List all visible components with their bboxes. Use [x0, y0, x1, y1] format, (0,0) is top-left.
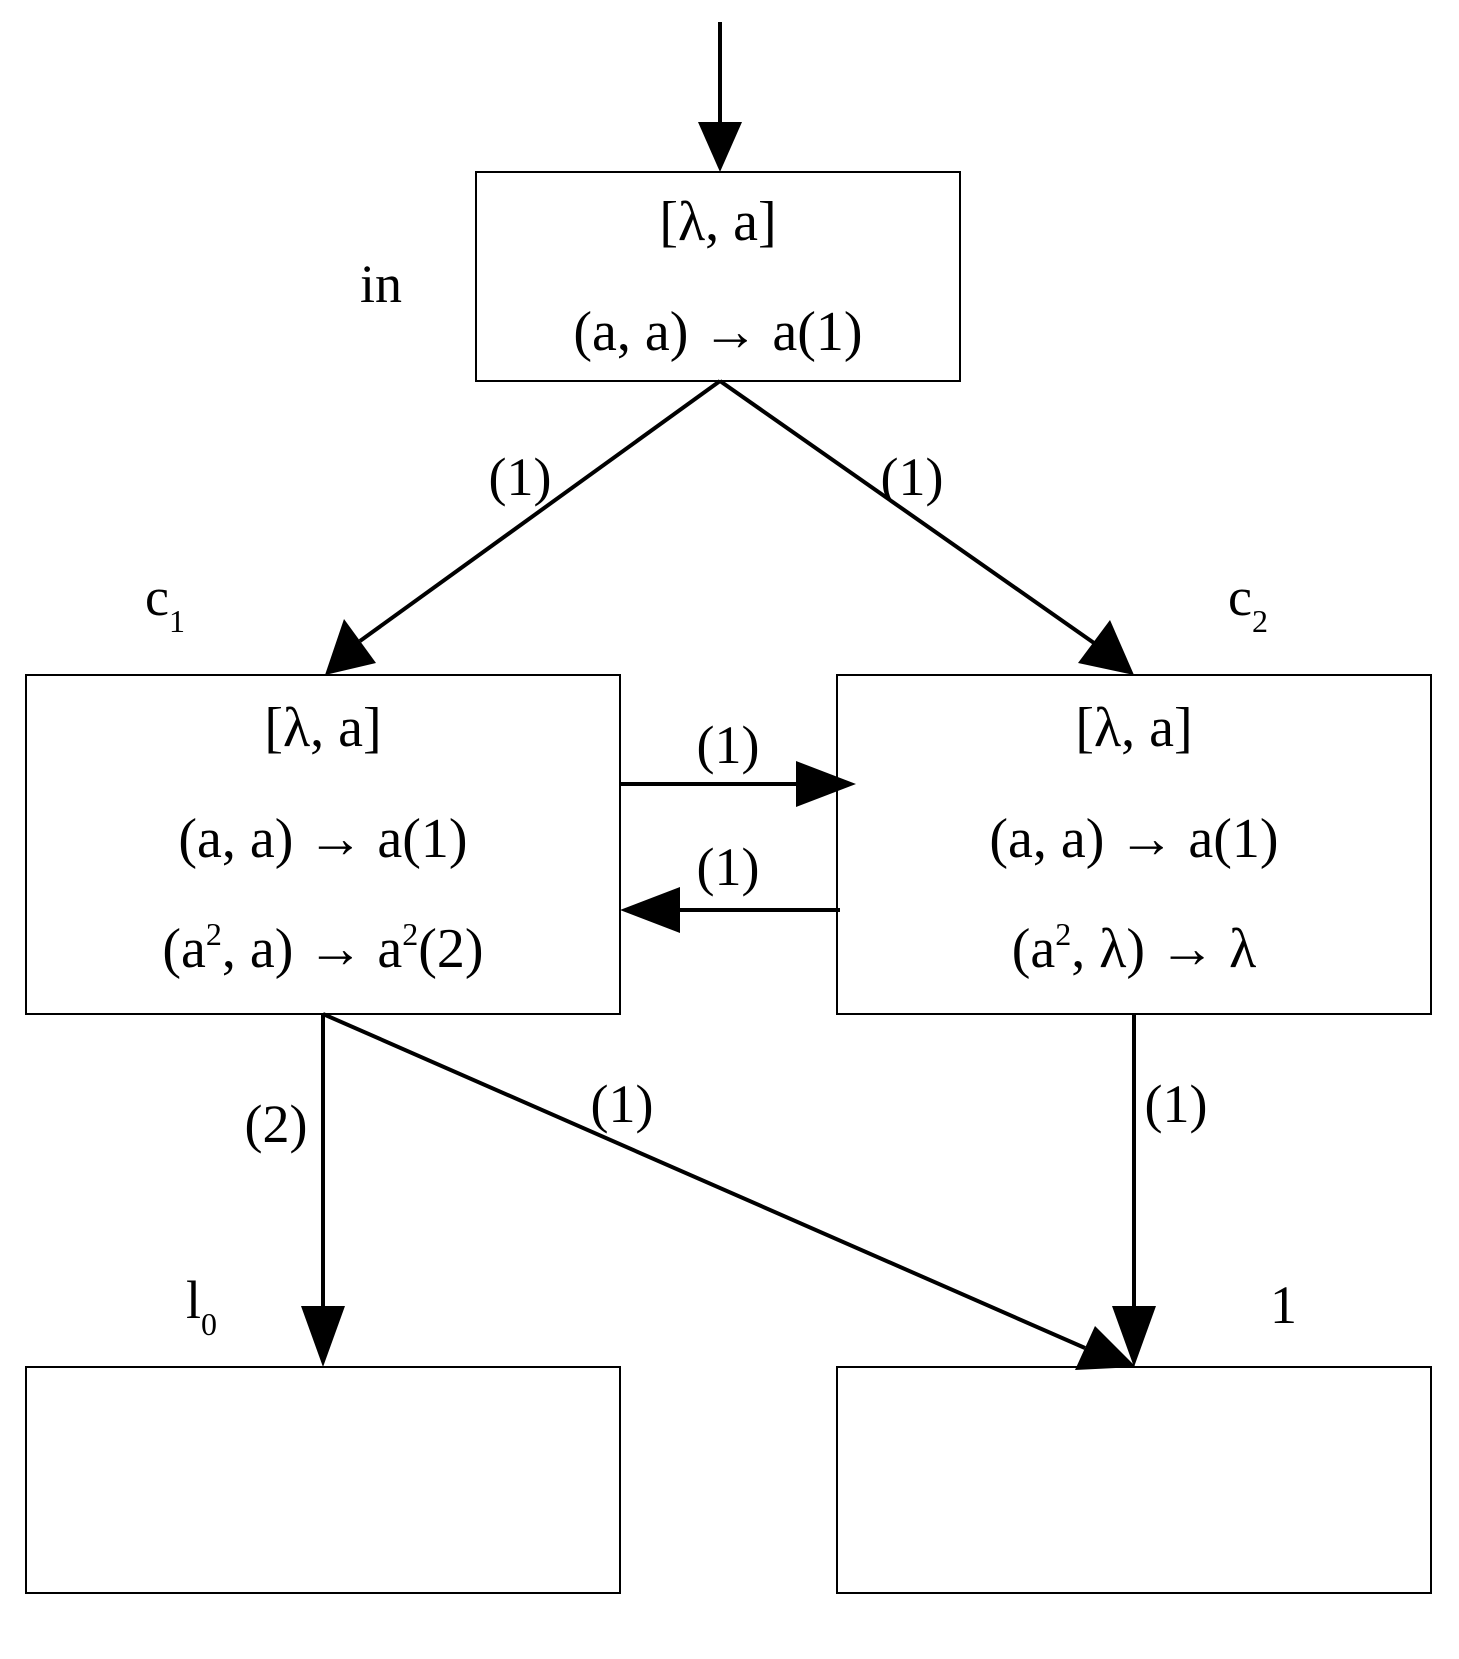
edge-c1-l0-label: (2)	[245, 1094, 308, 1154]
node-c2-header: [λ, a]	[1075, 697, 1192, 759]
edge-c2-c1-label: (1)	[697, 837, 760, 897]
edge-c2-one-label: (1)	[1145, 1074, 1208, 1134]
node-c1-rule-2: (a2, a) → a2(2)	[162, 916, 483, 980]
node-in-rule-1: (a, a) → a(1)	[573, 301, 862, 363]
edge-in-c2-label: (1)	[881, 447, 944, 507]
edge-c1-c2	[620, 761, 856, 807]
node-c1-box	[25, 674, 621, 1015]
node-in-label: in	[360, 254, 402, 314]
edge-c1-c2-label: (1)	[697, 715, 760, 775]
node-one-label: 1	[1270, 1275, 1297, 1335]
edge-c1-l0	[301, 1014, 345, 1367]
node-c2-rule-1: (a, a) → a(1)	[989, 808, 1278, 870]
edge-c2-c1	[620, 887, 840, 933]
node-l0-box	[25, 1366, 621, 1594]
node-c2-rule-2: (a2, λ) → λ	[1012, 916, 1256, 980]
node-l0-label: l0	[186, 1270, 217, 1342]
node-c1-header: [λ, a]	[264, 697, 381, 759]
node-c1-label: c1	[145, 567, 185, 639]
node-c2-label: c2	[1228, 567, 1268, 639]
node-in-header: [λ, a]	[659, 191, 776, 253]
initial-edge	[698, 22, 742, 172]
edge-c1-one-label: (1)	[591, 1074, 654, 1134]
edge-c2-one	[1112, 1014, 1156, 1367]
node-c1-rule-1: (a, a) → a(1)	[178, 808, 467, 870]
edge-in-c1-label: (1)	[489, 447, 552, 507]
node-one-box	[836, 1366, 1432, 1594]
node-in-box	[475, 171, 961, 382]
edge-in-c2	[718, 379, 1134, 675]
edge-in-c1	[325, 379, 722, 675]
edge-c1-one	[322, 1012, 1136, 1370]
